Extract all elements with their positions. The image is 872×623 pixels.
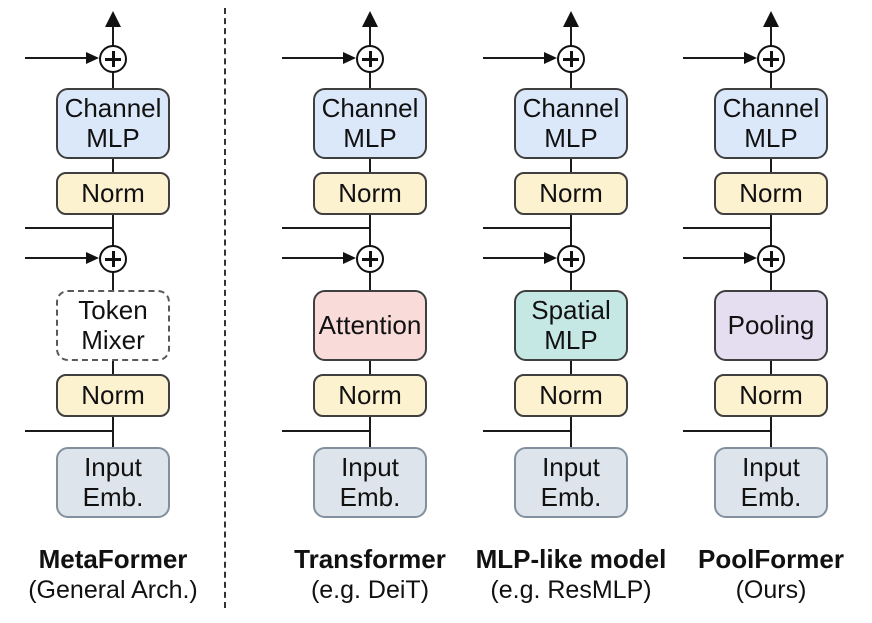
residual-line [282,57,343,59]
output-arrow-icon [563,11,579,27]
channel-mlp-block: Channel MLP [56,88,170,159]
add-icon [557,245,585,273]
flow-line [369,213,371,246]
flow-line [112,73,114,90]
flow-line [570,73,572,90]
residual-line [282,430,371,432]
norm-block: Norm [56,374,170,417]
output-line [770,26,772,46]
channel-mlp-block: Channel MLP [714,88,828,159]
norm-block: Norm [313,374,427,417]
add-icon [99,45,127,73]
flow-line [369,157,371,173]
residual-line [683,257,744,259]
flow-line [770,213,772,246]
norm-block: Norm [714,374,828,417]
norm-block: Norm [514,172,628,215]
output-arrow-icon [362,11,378,27]
residual-line [25,227,114,229]
column-subtitle: (Ours) [735,576,807,604]
residual-line [25,257,86,259]
flow-line [112,157,114,173]
input-emb-block: Input Emb. [714,447,828,518]
input-emb-block: Input Emb. [56,447,170,518]
norm-block: Norm [56,172,170,215]
arrow-right-icon [744,52,757,64]
output-arrow-icon [763,11,779,27]
column-transformer: Channel MLP Norm Attention Norm Input Em… [275,0,465,623]
residual-line [483,257,544,259]
flow-line [112,213,114,246]
input-emb-block: Input Emb. [313,447,427,518]
output-line [369,26,371,46]
output-arrow-icon [105,11,121,27]
arrow-right-icon [544,52,557,64]
column-poolformer: Channel MLP Norm Pooling Norm Input Emb.… [676,0,866,623]
attention-block: Attention [313,290,427,361]
flow-line [369,73,371,90]
arrow-right-icon [343,52,356,64]
arrow-right-icon [744,252,757,264]
channel-mlp-block: Channel MLP [313,88,427,159]
norm-block: Norm [714,172,828,215]
norm-block: Norm [514,374,628,417]
column-title: MLP-like model [475,544,667,574]
column-title: Transformer [294,544,446,574]
channel-mlp-block: Channel MLP [514,88,628,159]
output-line [570,26,572,46]
column-title: PoolFormer [698,544,844,574]
flow-line [570,157,572,173]
column-subtitle: (e.g. DeiT) [310,576,430,604]
add-icon [356,45,384,73]
arrow-right-icon [86,52,99,64]
flow-line [770,73,772,90]
add-icon [557,45,585,73]
pooling-block: Pooling [714,290,828,361]
flow-line [570,213,572,246]
residual-line [683,227,772,229]
token-mixer-block: Token Mixer [56,290,170,361]
flow-line [770,157,772,173]
residual-line [683,57,744,59]
column-subtitle: (e.g. ResMLP) [490,576,652,604]
residual-line [282,257,343,259]
section-divider [224,8,226,608]
norm-block: Norm [313,172,427,215]
arrow-right-icon [343,252,356,264]
residual-line [483,57,544,59]
column-metaformer: Channel MLP Norm Token Mixer Norm Input … [18,0,208,623]
column-mlp-like-model: Channel MLP Norm Spatial MLP Norm Input … [476,0,666,623]
column-title: MetaFormer [38,544,188,574]
arrow-right-icon [86,252,99,264]
residual-line [483,227,572,229]
residual-line [25,57,86,59]
add-icon [356,245,384,273]
input-emb-block: Input Emb. [514,447,628,518]
residual-line [683,430,772,432]
output-line [112,26,114,46]
add-icon [757,45,785,73]
add-icon [757,245,785,273]
column-subtitle: (General Arch.) [28,576,198,604]
add-icon [99,245,127,273]
arrow-right-icon [544,252,557,264]
residual-line [483,430,572,432]
residual-line [282,227,371,229]
residual-line [25,430,114,432]
spatial-mlp-block: Spatial MLP [514,290,628,361]
